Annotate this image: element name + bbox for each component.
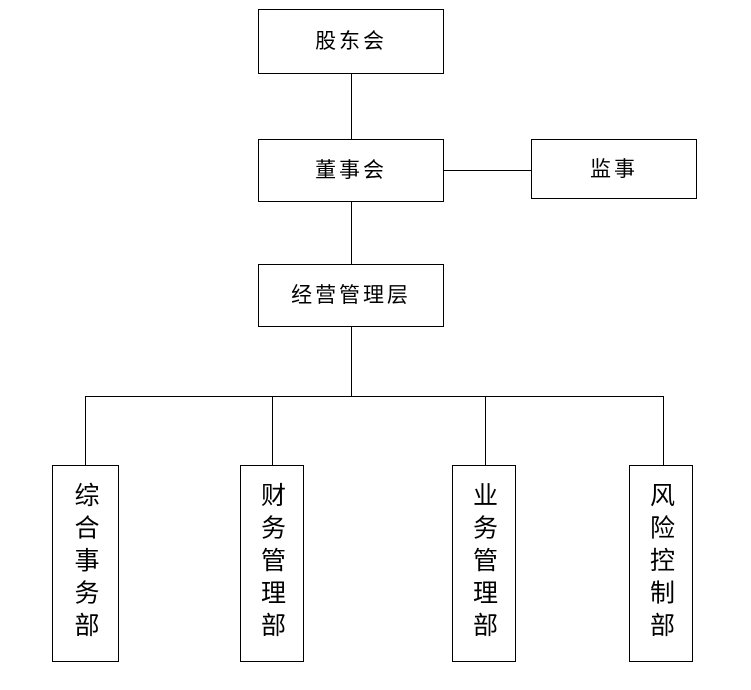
node-business[interactable]: 业务管理部 (452, 465, 516, 662)
node-supervisor[interactable]: 监事 (531, 139, 697, 199)
node-shareholders[interactable]: 股东会 (258, 9, 444, 74)
edge-shareholders-to-board (351, 74, 352, 139)
node-risk-control-label: 风险控制部 (646, 482, 676, 645)
node-board-label: 董事会 (315, 158, 387, 183)
node-general-affairs-label: 综合事务部 (71, 482, 100, 645)
edge-bus-to-risk-control (663, 396, 664, 465)
node-management-label: 经营管理层 (291, 283, 411, 308)
edge-board-to-supervisor (444, 170, 531, 171)
node-finance-label: 财务管理部 (257, 482, 287, 645)
node-general-affairs[interactable]: 综合事务部 (52, 465, 119, 662)
node-shareholders-label: 股东会 (315, 29, 387, 54)
node-finance[interactable]: 财务管理部 (240, 465, 304, 662)
edge-management-trunk (351, 327, 352, 396)
edge-department-bus (85, 396, 663, 397)
node-management[interactable]: 经营管理层 (258, 264, 444, 327)
node-board[interactable]: 董事会 (258, 139, 444, 202)
node-business-label: 业务管理部 (469, 482, 499, 645)
node-supervisor-label: 监事 (590, 156, 638, 181)
edge-bus-to-business (485, 396, 486, 465)
node-risk-control[interactable]: 风险控制部 (629, 465, 693, 662)
edge-board-to-management (351, 202, 352, 264)
edge-bus-to-finance (272, 396, 273, 465)
edge-bus-to-general-affairs (85, 396, 86, 465)
